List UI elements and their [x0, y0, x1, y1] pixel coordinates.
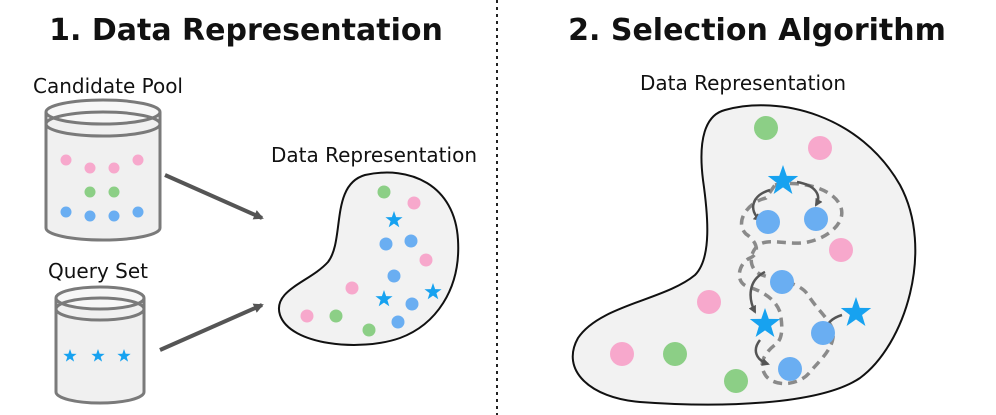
left-green-dot: [362, 323, 376, 337]
pool-blue-dot: [132, 206, 144, 218]
right-blue-dot: [778, 357, 802, 381]
candidate-pool-cylinder: [44, 98, 162, 242]
left-representation-label: Data Representation: [271, 143, 477, 167]
selection-arrow: [754, 339, 770, 366]
pool-pink-dot: [84, 162, 96, 174]
pool-to-representation-arrow: [164, 173, 264, 220]
left-panel-title: 1. Data Representation: [49, 13, 443, 48]
pool-pink-dot: [132, 154, 144, 166]
left-pink-dot: [345, 281, 359, 295]
query-set-label: Query Set: [48, 259, 148, 283]
points-layer: [60, 116, 872, 393]
pool-pink-dot: [60, 154, 72, 166]
left-pink-dot: [419, 253, 433, 267]
pool-green-dot: [108, 186, 120, 198]
pool-blue-dot: [84, 210, 96, 222]
candidate-pool-label: Candidate Pool: [33, 74, 183, 98]
right-pink-dot: [610, 342, 634, 366]
left-blue-dot: [391, 315, 405, 329]
right-representation-label: Data Representation: [640, 71, 846, 95]
query-set-cylinder: [54, 285, 146, 405]
right-green-dot: [724, 369, 748, 393]
left-green-dot: [377, 185, 391, 199]
left-blue-dot: [387, 269, 401, 283]
left-blue-dot: [379, 237, 393, 251]
right-pink-dot: [829, 238, 853, 262]
right-blue-dot: [804, 207, 828, 231]
left-blue-dot: [404, 234, 418, 248]
right-pink-dot: [808, 136, 832, 160]
right-blue-dot: [770, 270, 794, 294]
pool-pink-dot: [108, 162, 120, 174]
right-panel-title: 2. Selection Algorithm: [568, 13, 946, 48]
selection-arrow: [748, 270, 766, 314]
selection-arrow: [796, 180, 823, 207]
left-pink-dot: [300, 309, 314, 323]
pool-blue-dot: [108, 210, 120, 222]
pool-blue-dot: [60, 206, 72, 218]
right-green-dot: [754, 116, 778, 140]
right-blue-dot: [756, 210, 780, 234]
left-green-dot: [329, 309, 343, 323]
left-pink-dot: [407, 196, 421, 210]
left-blue-dot: [405, 297, 419, 311]
right-green-dot: [663, 342, 687, 366]
right-blue-dot: [811, 321, 835, 345]
pool-green-dot: [84, 186, 96, 198]
right-pink-dot: [697, 290, 721, 314]
query-to-representation-arrow: [159, 303, 264, 352]
